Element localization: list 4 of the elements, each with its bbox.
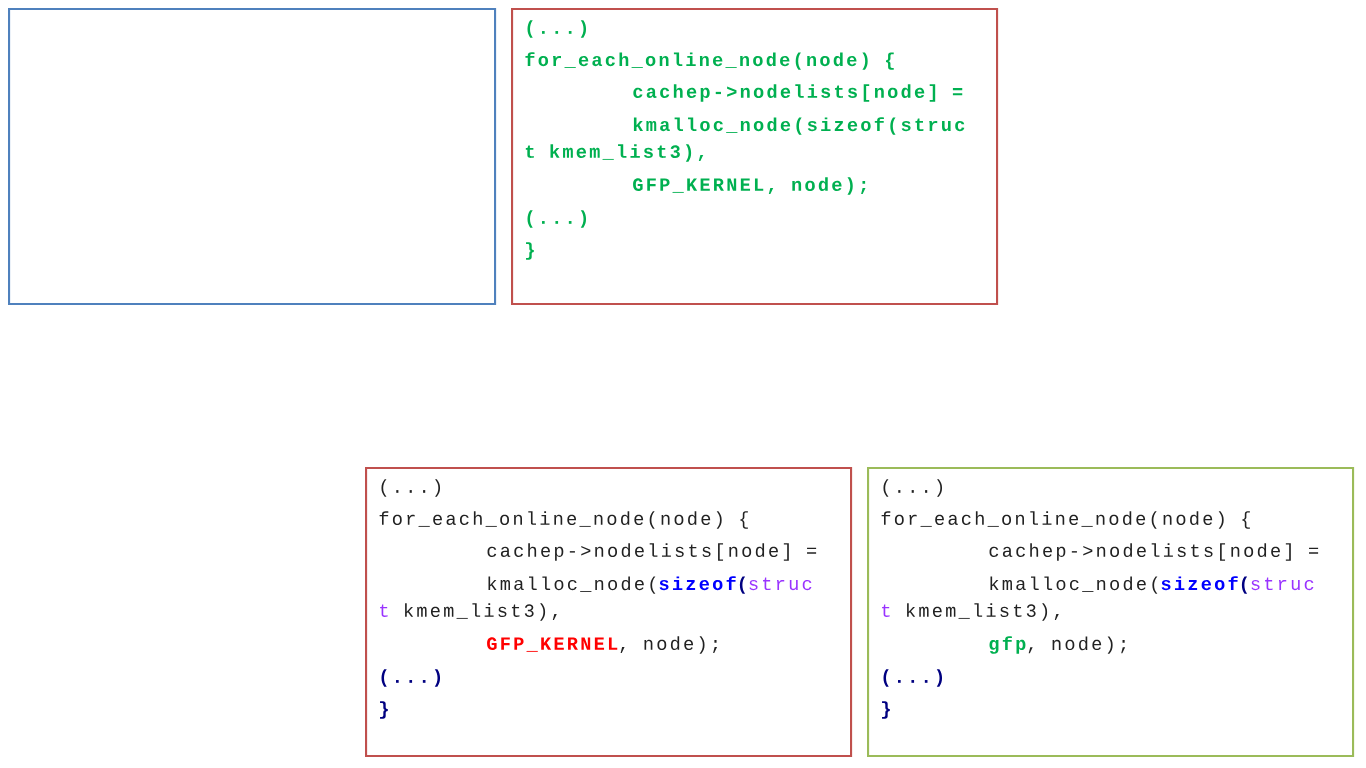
code-box: (...) for_each_online_node(node) { cachep->nodelists[node] = kmalloc_node( sizeof ( struc t kmem_list3), gfp , node); (...) } bbox=[867, 467, 1355, 758]
code-box: (...) for_each_online_node(node) { cachep->nodelists[node] = kmalloc_node(sizeof(struc t kmem_list3), GFP_KERNEL, node); (...) } bbox=[511, 8, 999, 306]
blank-panel bbox=[8, 8, 497, 306]
code-box: (...) for_each_online_node(node) { cachep->nodelists[node] = kmalloc_node( sizeof ( struc t kmem_list3), GFP_KERNEL , node); (...) } bbox=[365, 467, 853, 758]
